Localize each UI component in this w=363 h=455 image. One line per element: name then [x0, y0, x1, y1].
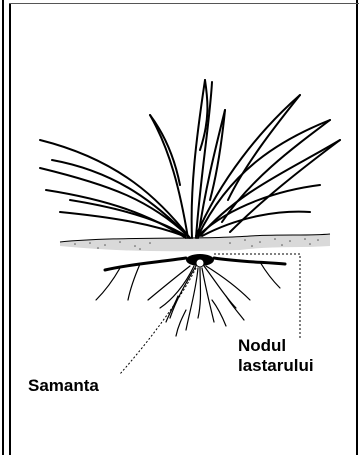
tiller-node-label-line1: Nodul — [238, 336, 314, 356]
node-leader-line — [214, 254, 300, 338]
tiller-node — [186, 254, 214, 267]
tiller-node-label-line2: lastarului — [238, 356, 314, 376]
tiller-node-label: Nodul lastarului — [238, 336, 314, 376]
seed-leader-line — [120, 268, 196, 374]
leaves — [40, 80, 340, 238]
seed-label: Samanta — [28, 376, 99, 396]
soil-surface — [60, 234, 330, 251]
roots — [96, 262, 280, 336]
